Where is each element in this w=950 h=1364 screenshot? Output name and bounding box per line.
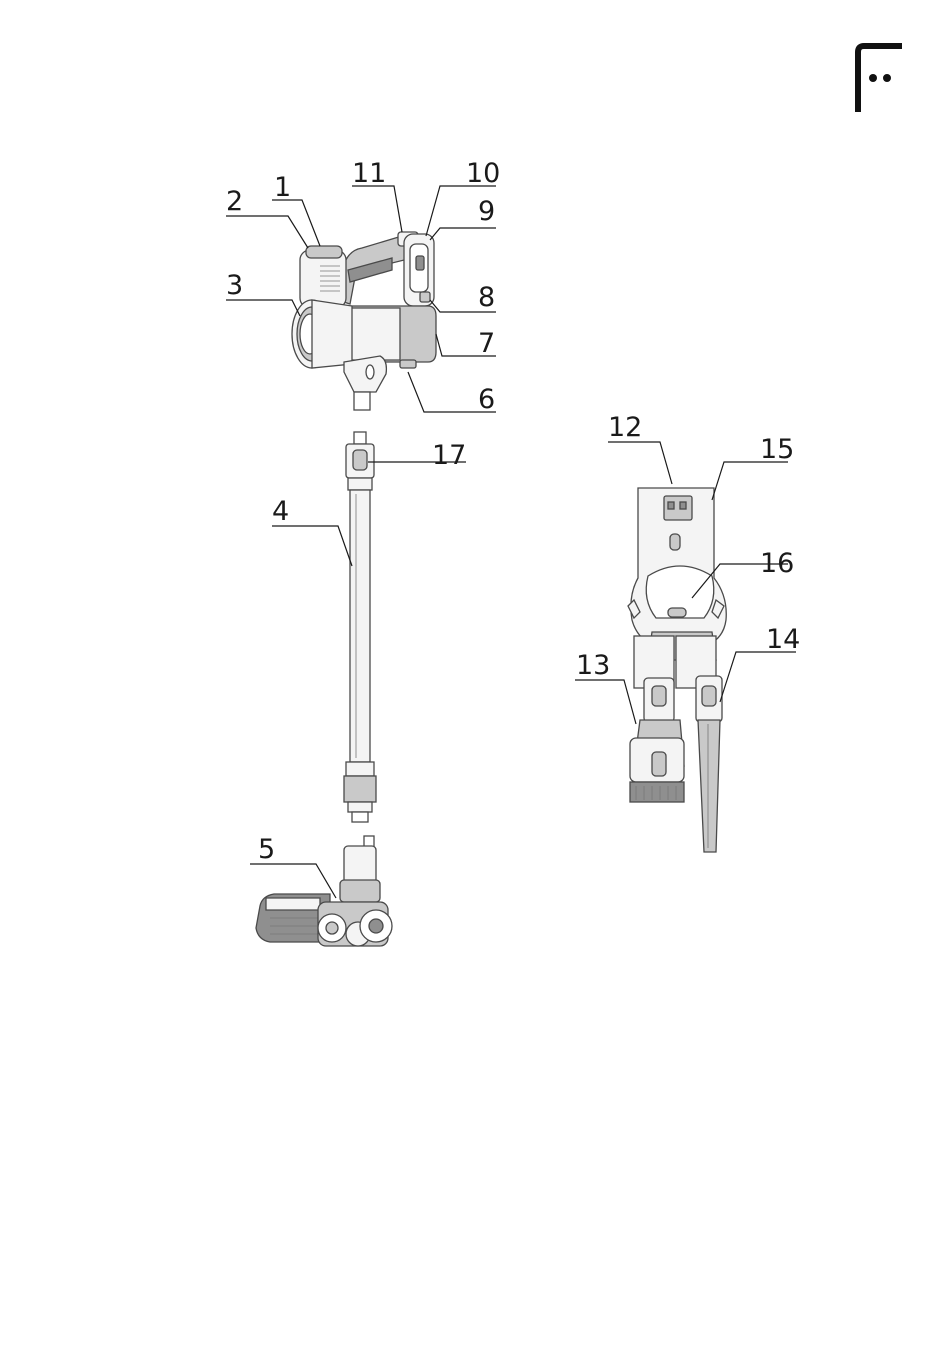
brand-logo-icon: [858, 46, 902, 112]
wall-dock-drawing: [628, 488, 726, 688]
callout-1: 1: [274, 172, 291, 203]
callout-2: 2: [226, 186, 243, 217]
extension-tube-drawing: [344, 432, 376, 822]
callout-9: 9: [478, 196, 495, 227]
main-unit-drawing: [292, 232, 436, 410]
callout-10: 10: [466, 158, 500, 189]
callout-11: 11: [352, 158, 386, 189]
callout-12: 12: [608, 412, 642, 443]
callout-5: 5: [258, 834, 275, 865]
callout-7: 7: [478, 328, 495, 359]
callout-6: 6: [478, 384, 495, 415]
callout-15: 15: [760, 434, 794, 465]
combo-brush-drawing: [630, 678, 684, 802]
floor-brush-drawing: [256, 836, 392, 946]
callout-14: 14: [766, 624, 800, 655]
callout-8: 8: [478, 282, 495, 313]
callout-13: 13: [576, 650, 610, 681]
crevice-tool-drawing: [696, 676, 722, 852]
callout-17: 17: [432, 440, 466, 471]
callout-4: 4: [272, 496, 289, 527]
callout-3: 3: [226, 270, 243, 301]
callout-16: 16: [760, 548, 794, 579]
